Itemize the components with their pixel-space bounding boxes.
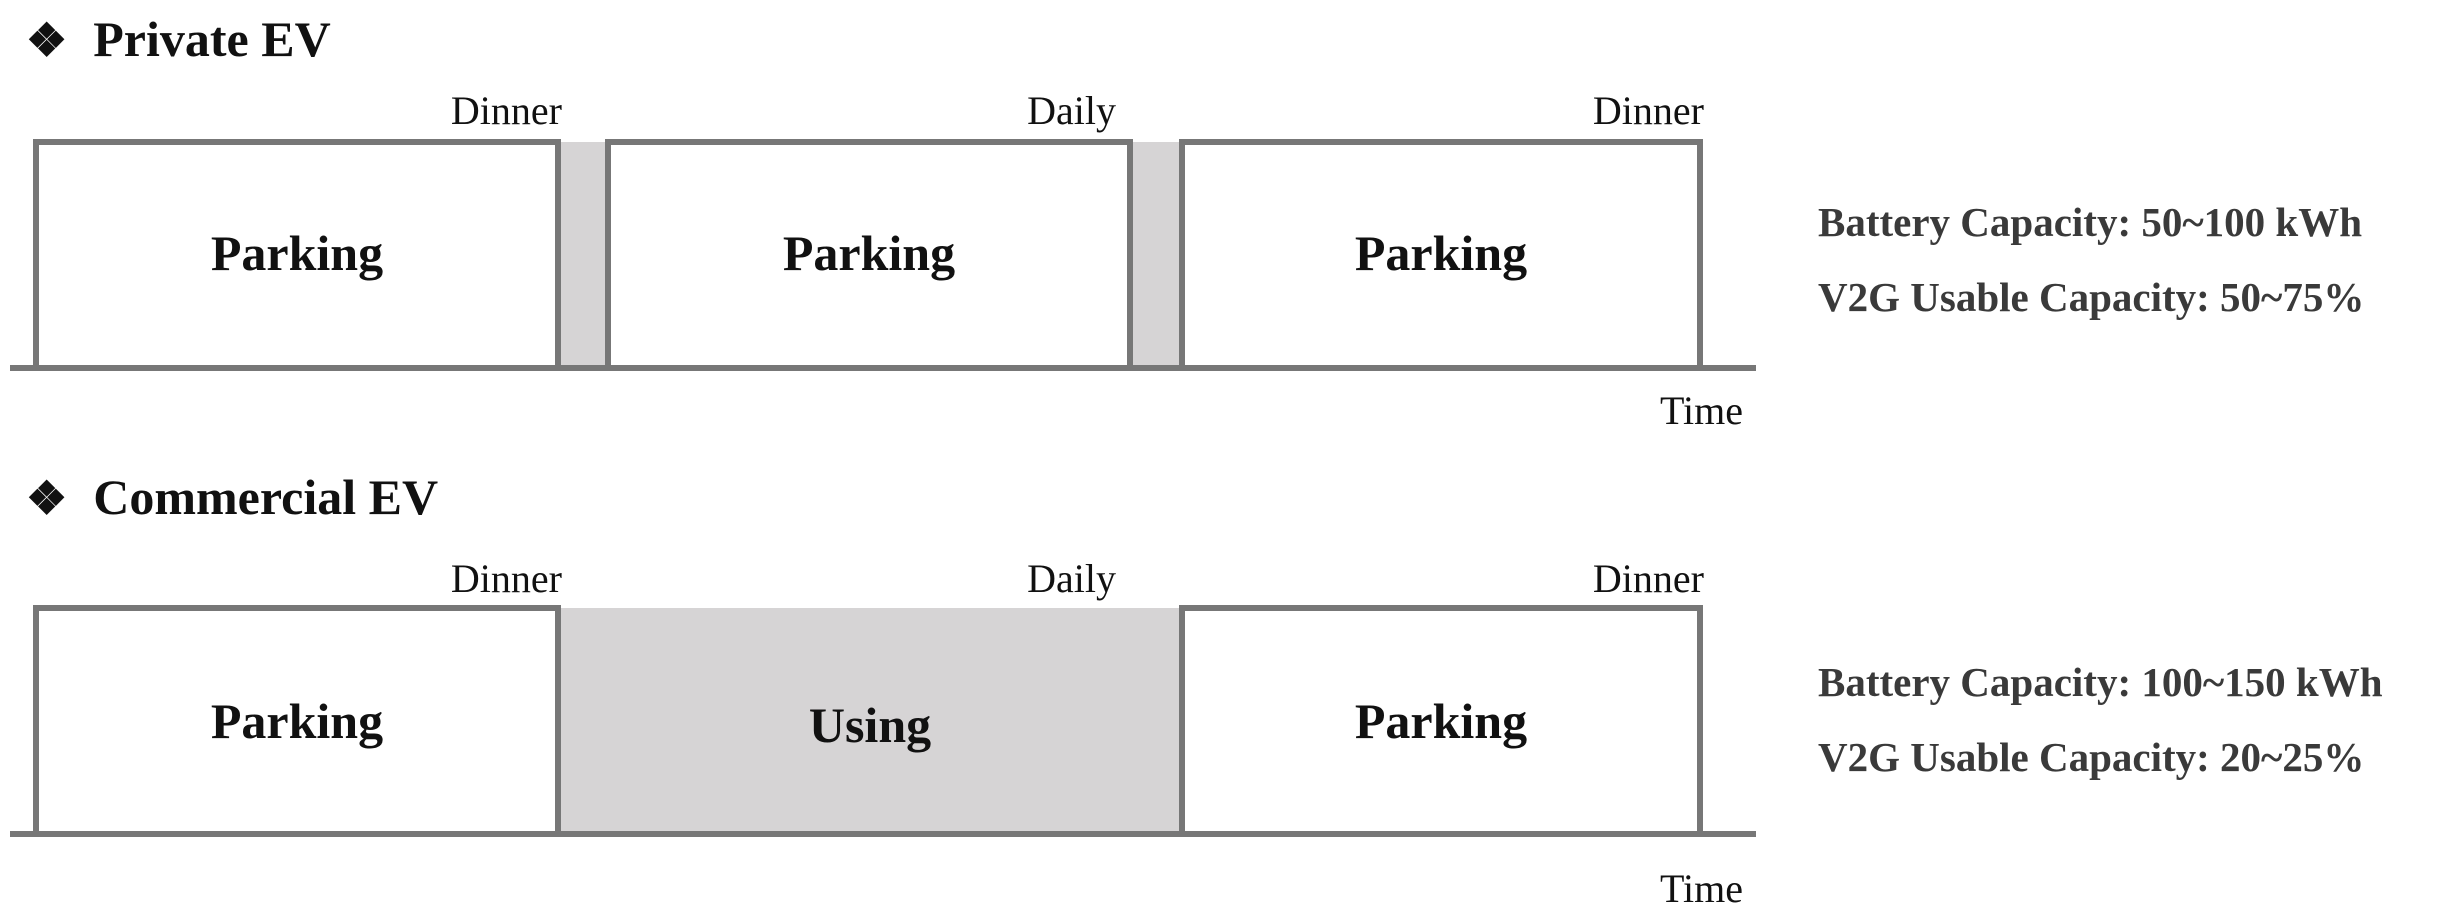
private-ev-section: ❖ Private EV Dinner Daily Dinner Parking … <box>10 14 2364 433</box>
private-v2g-usable-capacity: V2G Usable Capacity: 50~75% <box>1818 274 2365 320</box>
commercial-ev-title: Commercial EV <box>93 469 439 525</box>
private-parking-block-1 <box>33 139 561 368</box>
commercial-battery-capacity: Battery Capacity: 100~150 kWh <box>1818 659 2383 705</box>
private-gap-1 <box>558 142 608 368</box>
private-label-daily: Daily <box>1027 88 1116 133</box>
private-ev-timeline: Dinner Daily Dinner Parking Parking Park… <box>10 88 1756 433</box>
commercial-segment-label-2: Using <box>809 697 931 753</box>
private-ev-specs: Battery Capacity: 50~100 kWh V2G Usable … <box>1818 202 2364 352</box>
commercial-label-daily: Daily <box>1027 556 1116 601</box>
private-ev-heading: ❖ Private EV <box>26 14 331 64</box>
commercial-segment-label-3: Parking <box>1355 693 1527 749</box>
commercial-ev-timeline: Dinner Daily Dinner Parking Using Parkin… <box>10 556 1756 911</box>
private-label-dinner-2: Dinner <box>1593 88 1704 133</box>
commercial-ev-section: ❖ Commercial EV Dinner Daily Dinner Parki… <box>0 458 2460 916</box>
diamond-bullet-icon: ❖ <box>26 15 68 66</box>
private-segment-label-2: Parking <box>783 225 955 281</box>
private-parking-block-3 <box>1179 139 1703 368</box>
private-segment-label-1: Parking <box>211 225 383 281</box>
commercial-label-dinner-1: Dinner <box>451 556 562 601</box>
diamond-bullet-icon: ❖ <box>26 473 68 524</box>
commercial-using-block <box>558 608 1182 834</box>
commercial-parking-block-2 <box>1179 605 1703 834</box>
private-parking-block-2 <box>605 139 1133 368</box>
private-battery-capacity: Battery Capacity: 50~100 kWh <box>1818 199 2363 245</box>
private-axis-label: Time <box>1660 388 1743 433</box>
commercial-ev-heading: ❖ Commercial EV <box>26 472 438 522</box>
private-ev-title: Private EV <box>93 11 331 67</box>
commercial-v2g-usable-capacity: V2G Usable Capacity: 20~25% <box>1818 734 2365 780</box>
commercial-label-dinner-2: Dinner <box>1593 556 1704 601</box>
commercial-axis-label: Time <box>1660 866 1743 911</box>
commercial-ev-specs: Battery Capacity: 100~150 kWh V2G Usable… <box>1818 662 2383 812</box>
private-segment-label-3: Parking <box>1355 225 1527 281</box>
private-label-dinner-1: Dinner <box>451 88 562 133</box>
commercial-segment-label-1: Parking <box>211 693 383 749</box>
private-gap-2 <box>1130 142 1182 368</box>
commercial-parking-block-1 <box>33 605 561 834</box>
